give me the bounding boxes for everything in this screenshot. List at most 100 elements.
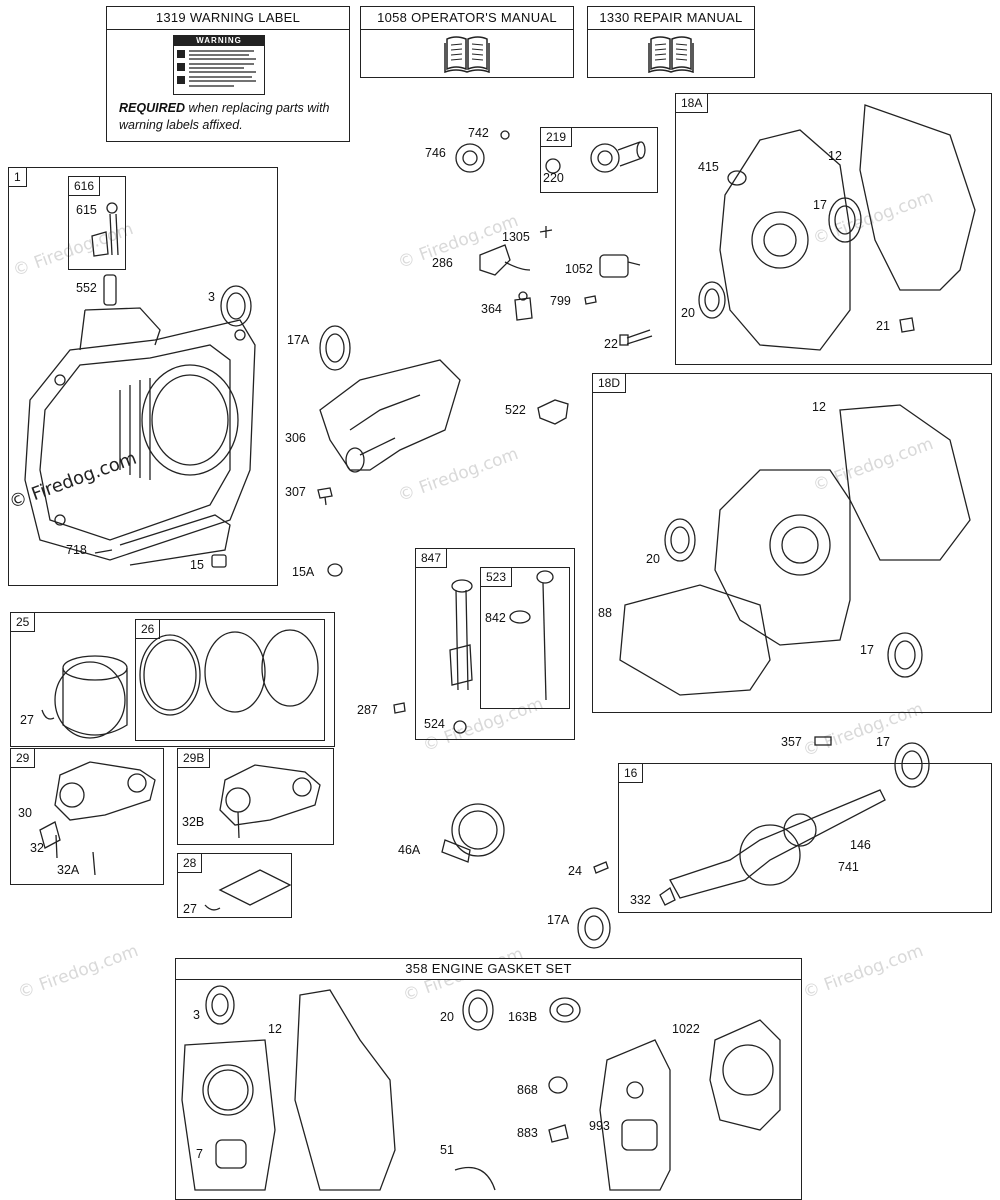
crankcase-cover-18D-drawing bbox=[619, 404, 971, 696]
box-tag: 219 bbox=[541, 128, 573, 147]
box-28-wrist-pin: 28 bbox=[177, 853, 292, 918]
callout-718: 718 bbox=[66, 543, 87, 557]
callout-32A: 32A bbox=[57, 863, 80, 877]
callout-24: 24 bbox=[568, 864, 582, 878]
box-847-dipstick: 847 bbox=[415, 548, 575, 740]
callout-12: 12 bbox=[812, 400, 826, 414]
callout-27: 27 bbox=[183, 902, 197, 916]
repair-manual-box: 1330 REPAIR MANUAL bbox=[587, 6, 755, 78]
required-rest: when replacing parts with warning labels… bbox=[119, 101, 330, 132]
box-1-cylinder: 1 bbox=[8, 167, 278, 586]
callout-12: 12 bbox=[268, 1022, 282, 1036]
callout-332: 332 bbox=[630, 893, 651, 907]
required-bold: REQUIRED bbox=[119, 101, 185, 115]
callout-51: 51 bbox=[440, 1143, 454, 1157]
callout-15A: 15A bbox=[292, 565, 315, 579]
callout-20: 20 bbox=[440, 1010, 454, 1024]
breather-tube-drawing bbox=[91, 202, 119, 257]
callout-415: 415 bbox=[698, 160, 719, 174]
callout-742: 742 bbox=[468, 126, 489, 140]
callout-17A: 17A bbox=[287, 333, 310, 347]
box-18D-crankcase-cover: 18D bbox=[592, 373, 992, 713]
callout-799: 799 bbox=[550, 294, 571, 308]
book-icon bbox=[648, 36, 694, 73]
callout-524: 524 bbox=[424, 717, 445, 731]
box-tag: 18A bbox=[676, 94, 709, 113]
callout-868: 868 bbox=[517, 1083, 538, 1097]
box-26-rings: 26 bbox=[135, 619, 325, 741]
operators-manual-box: 1058 OPERATOR'S MANUAL bbox=[360, 6, 574, 78]
warning-sticker-heading: WARNING bbox=[174, 36, 264, 46]
box-tag: 18D bbox=[593, 374, 627, 393]
repair-manual-title: 1330 REPAIR MANUAL bbox=[588, 7, 754, 30]
callout-15: 15 bbox=[190, 558, 204, 572]
box-tag: 26 bbox=[136, 620, 161, 639]
callout-522: 522 bbox=[505, 403, 526, 417]
warning-label-title: 1319 WARNING LABEL bbox=[107, 7, 349, 30]
callout-17: 17 bbox=[813, 198, 827, 212]
callout-1052: 1052 bbox=[565, 262, 593, 276]
callout-1305: 1305 bbox=[502, 230, 530, 244]
callout-12: 12 bbox=[828, 149, 842, 163]
callout-22: 22 bbox=[604, 337, 618, 351]
callout-3: 3 bbox=[208, 290, 215, 304]
box-tag: 847 bbox=[416, 549, 448, 568]
callout-741: 741 bbox=[838, 860, 859, 874]
callout-21: 21 bbox=[876, 319, 890, 333]
callout-27: 27 bbox=[20, 713, 34, 727]
callout-552: 552 bbox=[76, 281, 97, 295]
box-tag: 1 bbox=[9, 168, 27, 187]
callout-20: 20 bbox=[646, 552, 660, 566]
warning-sticker-lines bbox=[177, 50, 256, 87]
gasket-set-title: 358 ENGINE GASKET SET bbox=[176, 959, 801, 980]
callout-287: 287 bbox=[357, 703, 378, 717]
box-tag: 523 bbox=[481, 568, 513, 587]
box-tag: 616 bbox=[69, 177, 101, 196]
callout-32: 32 bbox=[30, 841, 44, 855]
box-18A-crankcase-cover: 18A bbox=[675, 93, 992, 365]
callout-615: 615 bbox=[76, 203, 97, 217]
box-tag: 29B bbox=[178, 749, 211, 768]
callout-746: 746 bbox=[425, 146, 446, 160]
callout-993: 993 bbox=[589, 1119, 610, 1133]
box-219-governor: 219 bbox=[540, 127, 658, 193]
box-523-dipstick: 523 bbox=[480, 567, 570, 709]
box-tag: 29 bbox=[11, 749, 36, 768]
callout-307: 307 bbox=[285, 485, 306, 499]
callout-17A: 17A bbox=[547, 913, 570, 927]
callout-20: 20 bbox=[681, 306, 695, 320]
callout-364: 364 bbox=[481, 302, 502, 316]
callout-32B: 32B bbox=[182, 815, 205, 829]
callout-306: 306 bbox=[285, 431, 306, 445]
callout-88: 88 bbox=[598, 606, 612, 620]
callout-357: 357 bbox=[781, 735, 802, 749]
warning-label-box: 1319 WARNING LABEL WARNING REQUIRED when… bbox=[106, 6, 350, 142]
crankcase-cover-18A-drawing bbox=[698, 104, 976, 351]
callout-30: 30 bbox=[18, 806, 32, 820]
callout-3: 3 bbox=[193, 1008, 200, 1022]
box-16-crankshaft: 16 bbox=[618, 763, 992, 913]
callout-883: 883 bbox=[517, 1126, 538, 1140]
callout-17: 17 bbox=[860, 643, 874, 657]
box-tag: 28 bbox=[178, 854, 203, 873]
callout-1022: 1022 bbox=[672, 1022, 700, 1036]
box-tag: 16 bbox=[619, 764, 644, 783]
callout-842: 842 bbox=[485, 611, 506, 625]
box-29-connecting-rod: 29 bbox=[10, 748, 164, 885]
operators-manual-title: 1058 OPERATOR'S MANUAL bbox=[361, 7, 573, 30]
box-29B-connecting-rod: 29B bbox=[177, 748, 334, 845]
cylinder-block-drawing bbox=[24, 307, 256, 566]
box-tag: 25 bbox=[11, 613, 36, 632]
callout-163B: 163B bbox=[508, 1010, 538, 1024]
book-icon bbox=[444, 36, 490, 73]
callout-220: 220 bbox=[543, 171, 564, 185]
box-25-piston: 25 bbox=[10, 612, 335, 747]
callout-146: 146 bbox=[850, 838, 871, 852]
box-616-breather: 616 bbox=[68, 176, 126, 270]
callout-46A: 46A bbox=[398, 843, 421, 857]
callout-286: 286 bbox=[432, 256, 453, 270]
callout-7: 7 bbox=[196, 1147, 203, 1161]
warning-sticker: WARNING bbox=[173, 35, 265, 95]
callout-17: 17 bbox=[876, 735, 890, 749]
